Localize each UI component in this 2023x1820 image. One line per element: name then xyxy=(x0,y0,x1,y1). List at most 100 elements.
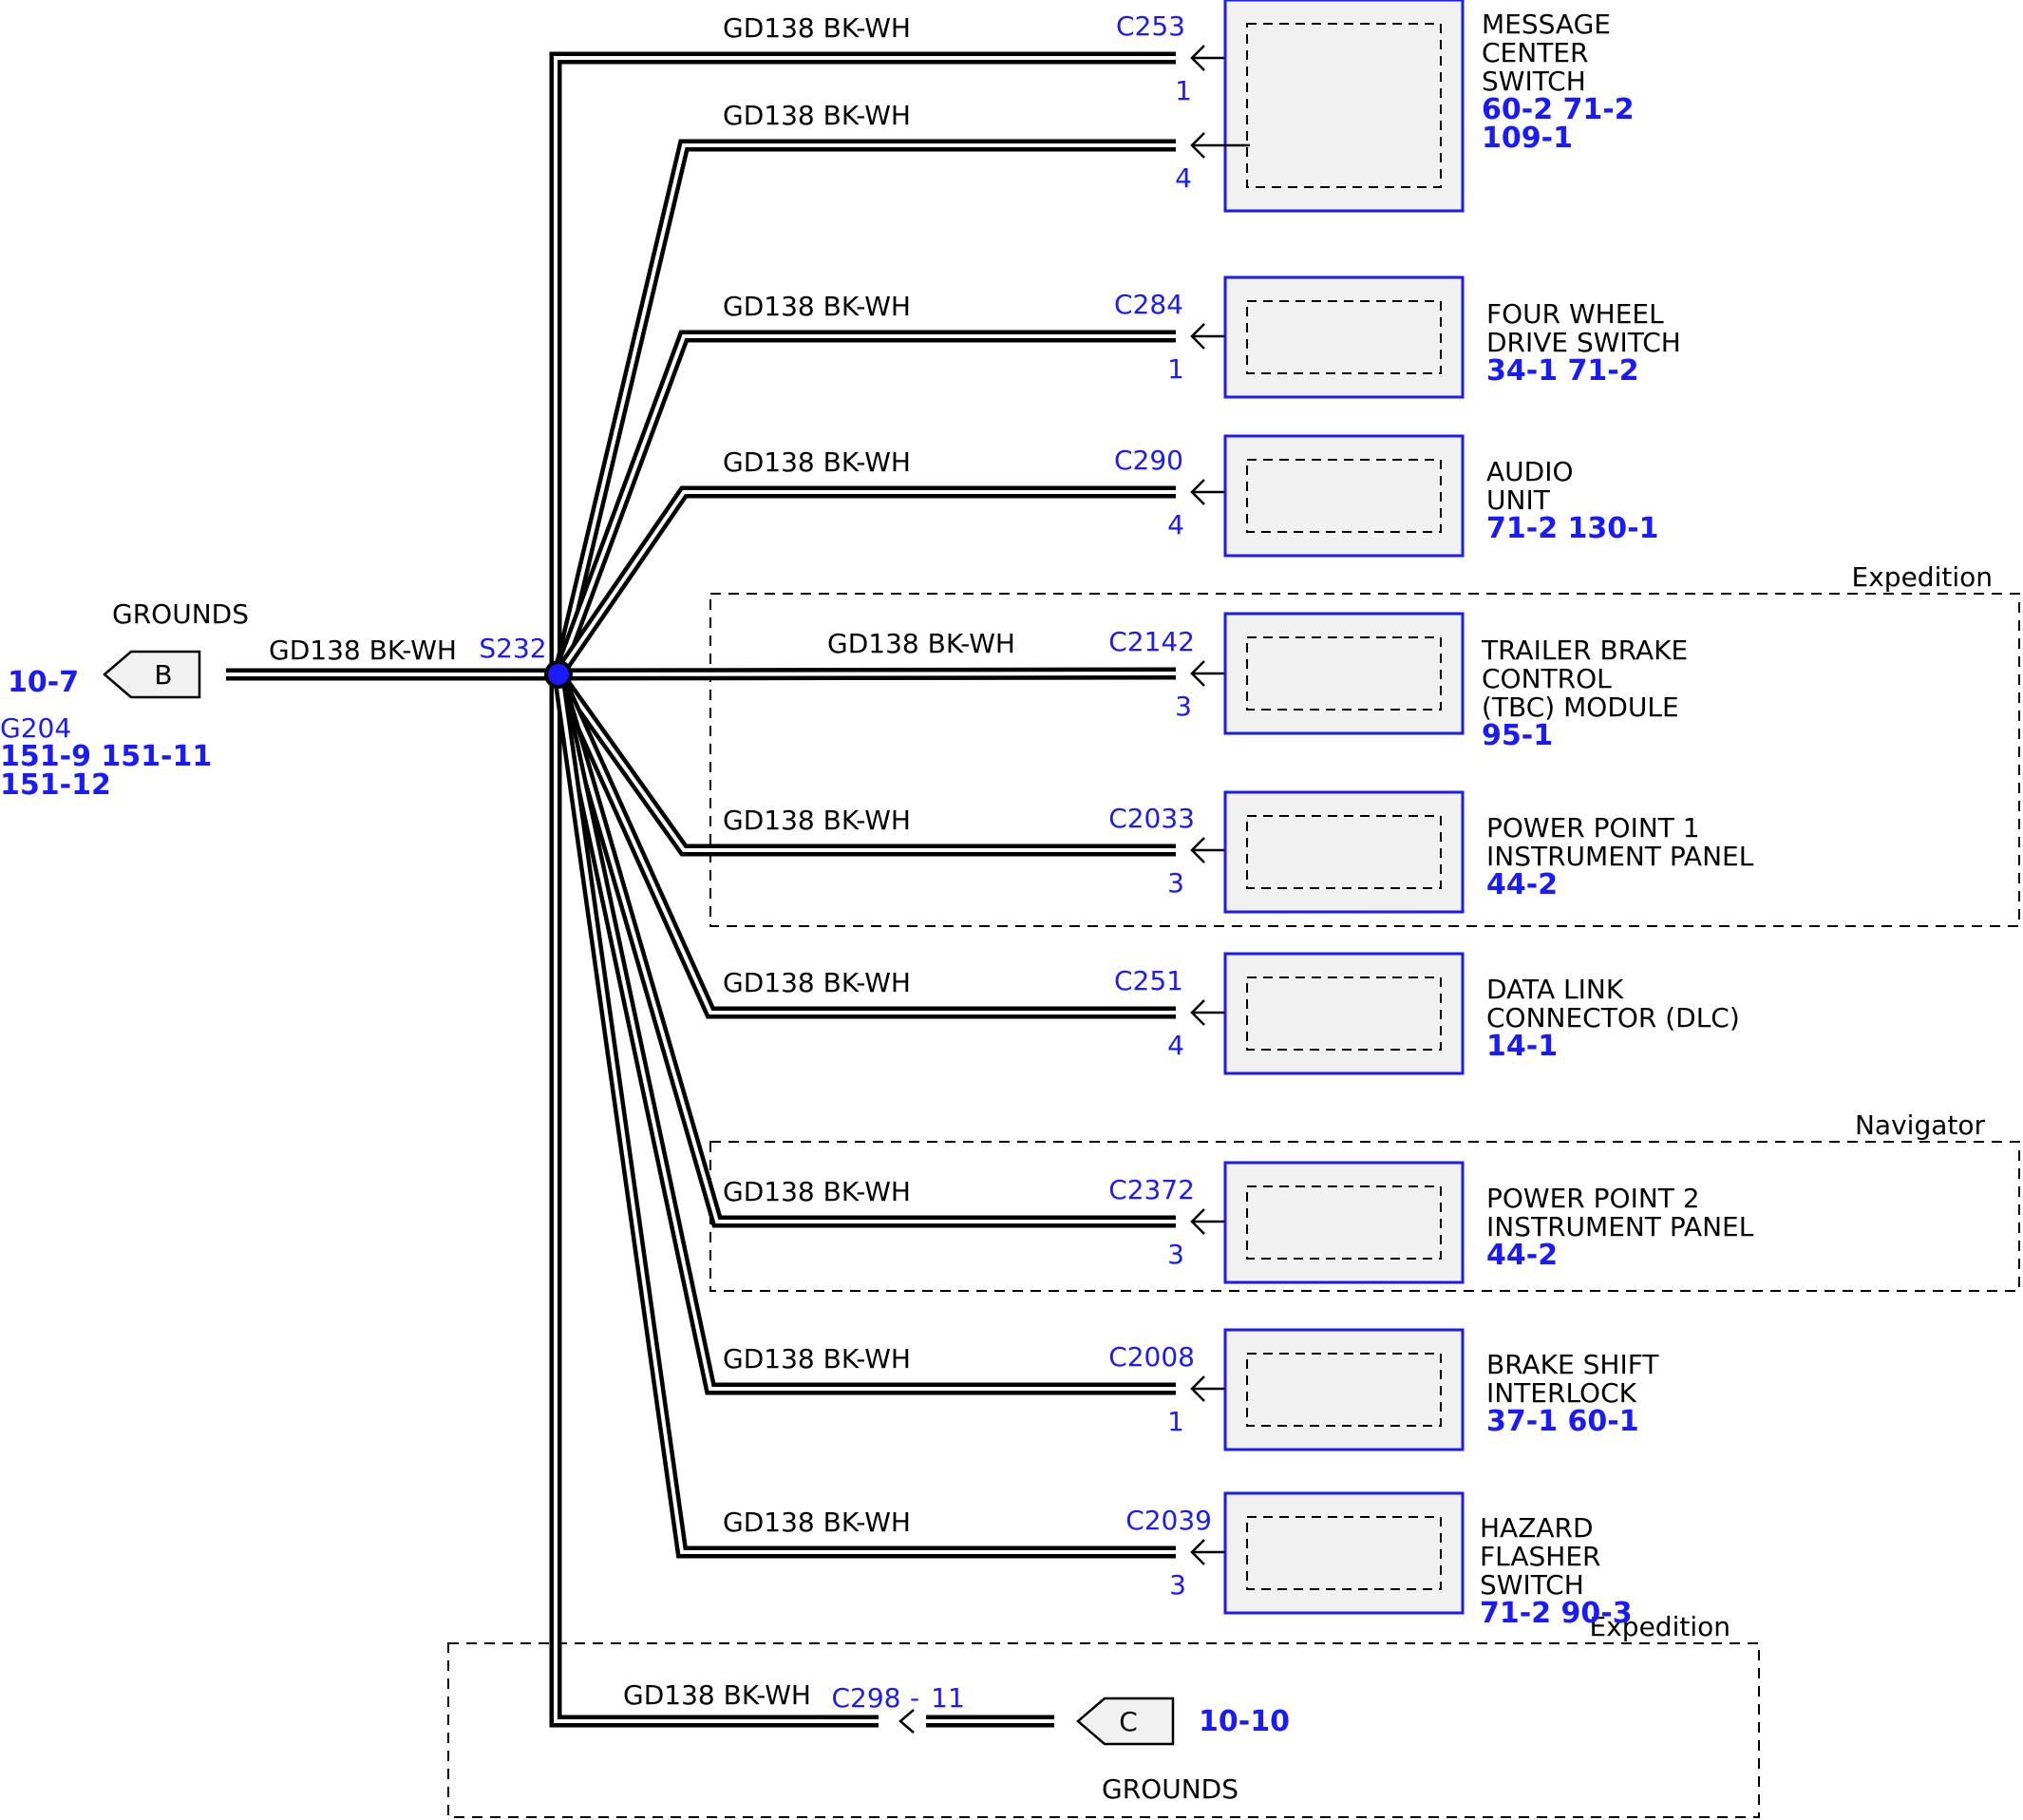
wire-label: GD138 BK-WH xyxy=(723,1507,911,1538)
component-inner-outline xyxy=(1246,1353,1442,1427)
pin-number: 4 xyxy=(1167,1030,1184,1061)
component-name: DRIVE SWITCH xyxy=(1486,327,1681,358)
wire-branch-1 xyxy=(552,139,1176,676)
component-inner-outline xyxy=(1246,300,1442,374)
connector-b-label: B xyxy=(154,659,172,691)
component-name: CONTROL xyxy=(1482,663,1612,694)
component-inner-outline xyxy=(1246,23,1442,188)
component-name: POWER POINT 1 xyxy=(1486,812,1700,844)
left-grounds-label: GROUNDS xyxy=(112,598,249,630)
splice-label: S232 xyxy=(479,633,546,664)
component-inner-outline xyxy=(1246,1516,1442,1590)
component-name: BRAKE SHIFT xyxy=(1486,1349,1659,1380)
pin-number: 1 xyxy=(1167,1406,1184,1437)
connector-id: C2142 xyxy=(1108,626,1195,657)
wire-label: GD138 BK-WH xyxy=(723,12,911,44)
component-box xyxy=(1223,952,1465,1075)
component-row: GD138 BK-WH C2142 3 TRAILER BRAKECONTROL(TB… xyxy=(827,612,1688,752)
connector-id: C290 xyxy=(1114,445,1183,476)
connector-id: C284 xyxy=(1114,289,1183,320)
wire-label: GD138 BK-WH xyxy=(827,628,1015,659)
component-ref: 60-2 71-2 xyxy=(1482,93,1635,126)
component-box xyxy=(1223,434,1465,558)
pin-number: 3 xyxy=(1175,691,1192,722)
component-name: FLASHER xyxy=(1480,1541,1600,1572)
component-box xyxy=(1223,612,1465,735)
connector-id: C2008 xyxy=(1108,1341,1195,1373)
component-ref: 71-2 130-1 xyxy=(1486,512,1658,545)
pin-number: 3 xyxy=(1167,867,1184,899)
bottom-grounds-label: GROUNDS xyxy=(1102,1773,1238,1805)
wire-label: GD138 BK-WH xyxy=(723,967,911,998)
wire-branch-6 xyxy=(553,672,1176,1019)
wire-trunk xyxy=(549,51,1176,1728)
wire-label: GD138 BK-WH xyxy=(723,1343,911,1374)
pin-number: 3 xyxy=(1167,1239,1184,1270)
bottom-ref: 10-10 xyxy=(1199,1705,1290,1738)
component-ref: 37-1 60-1 xyxy=(1486,1405,1639,1438)
component-inner-outline xyxy=(1246,636,1442,711)
component-name: CENTER xyxy=(1482,37,1588,68)
connector-id: C251 xyxy=(1114,965,1183,996)
pin-number: 1 xyxy=(1175,75,1192,106)
component-box xyxy=(1223,790,1465,914)
component-inner-outline xyxy=(1246,459,1442,533)
connector-b-shape xyxy=(103,650,201,699)
connector-id: C2372 xyxy=(1108,1174,1195,1205)
bottom-wire-label: GD138 BK-WH xyxy=(623,1679,811,1711)
component-ref: 95-1 xyxy=(1482,719,1553,752)
wire-label: GD138 BK-WH xyxy=(723,446,911,478)
connector-id: C253 xyxy=(1116,10,1185,42)
wire-label: GD138 BK-WH xyxy=(723,100,911,131)
component-box xyxy=(1223,0,1465,213)
wire-branch-9 xyxy=(552,673,1176,1559)
component-name: UNIT xyxy=(1486,484,1551,516)
connector-id: C2033 xyxy=(1108,803,1195,834)
pin-number: 4 xyxy=(1167,509,1184,540)
component-name: (TBC) MODULE xyxy=(1482,692,1679,723)
bottom-connector-id: C298 xyxy=(832,1682,901,1714)
wire-branch-3 xyxy=(553,485,1176,678)
left-wire-label: GD138 BK-WH xyxy=(269,635,457,666)
wire-label: GD138 BK-WH xyxy=(723,1176,911,1207)
component-name: MESSAGE xyxy=(1482,9,1611,40)
wire-branch-8 xyxy=(552,673,1176,1395)
connector-c-shape xyxy=(1076,1697,1175,1746)
ground-id: G204 xyxy=(0,712,71,744)
bottom-connector-dash: - xyxy=(910,1682,919,1714)
component-ref: 14-1 xyxy=(1486,1030,1558,1063)
component-box xyxy=(1223,275,1465,399)
component-row: GD138 BK-WH C253 1 MESSAGECENTERSWITCH60-2 … xyxy=(723,0,1635,213)
component-name: SWITCH xyxy=(1480,1569,1584,1601)
region-label: Navigator xyxy=(1855,1109,1985,1141)
pin-number: 1 xyxy=(1167,353,1184,385)
component-name: TRAILER BRAKE xyxy=(1481,635,1688,666)
ground-refs-line2: 151-12 xyxy=(0,768,111,802)
component-ref: 44-2 xyxy=(1486,868,1558,901)
pin-number: 4 xyxy=(1175,162,1192,194)
bottom-pin-label: 11 xyxy=(931,1682,965,1714)
splice-dot xyxy=(544,660,573,689)
wire-branch-7 xyxy=(552,673,1176,1228)
component-ref: 109-1 xyxy=(1482,122,1573,155)
component-name: SWITCH xyxy=(1482,66,1586,97)
component-row: GD138 BK-WH C2033 3 POWER POINT 1INSTRUMENT… xyxy=(723,790,1754,914)
region-label: Expedition xyxy=(1590,1611,1730,1642)
pin-number: 3 xyxy=(1169,1569,1186,1601)
component-name: POWER POINT 2 xyxy=(1486,1183,1700,1214)
component-name: INSTRUMENT PANEL xyxy=(1486,841,1754,872)
region-expedition-bottom: Expedition GROUNDS xyxy=(447,1611,1760,1818)
ground-refs-line1: 151-9 151-11 xyxy=(0,740,212,773)
component-box xyxy=(1223,1491,1465,1615)
connector-c-label: C xyxy=(1119,1706,1138,1737)
wire-label: GD138 BK-WH xyxy=(723,805,911,836)
component-ref: 44-2 xyxy=(1486,1239,1558,1272)
component-ref: 34-1 71-2 xyxy=(1486,354,1639,388)
